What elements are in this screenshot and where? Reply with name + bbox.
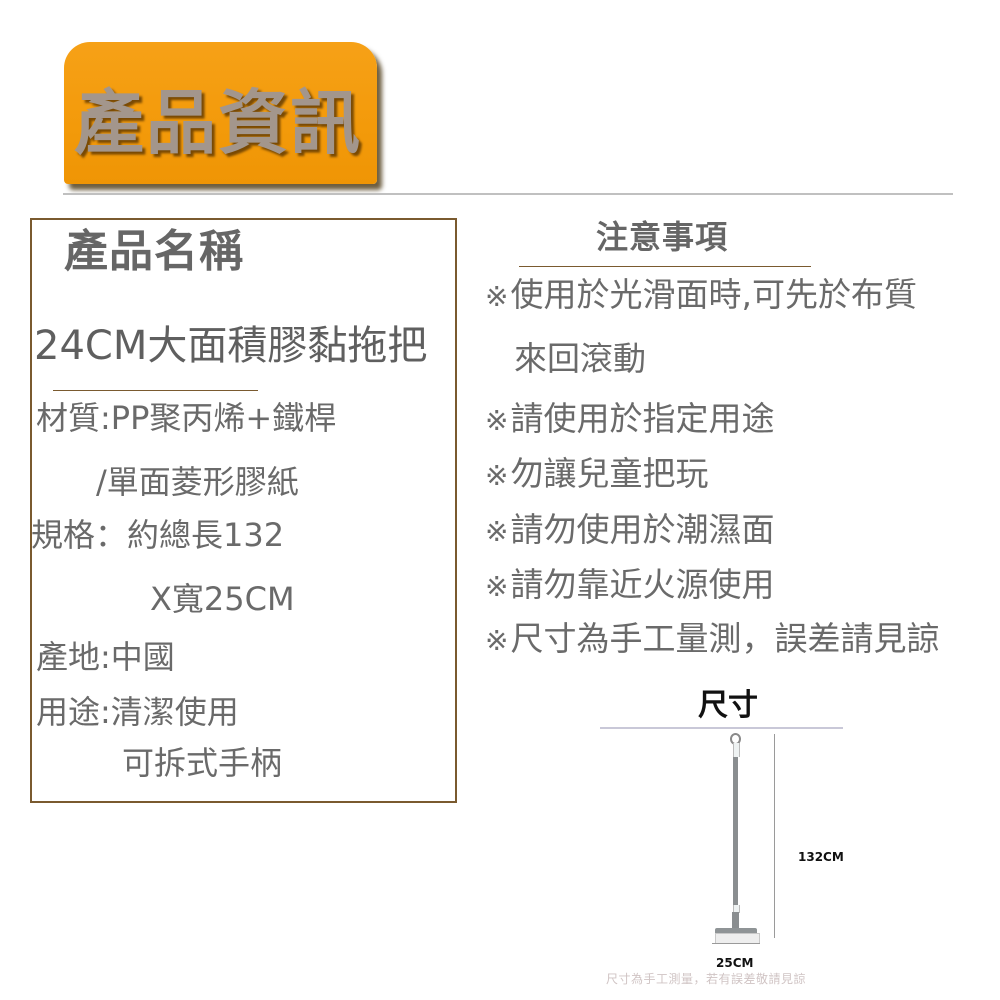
height-dimension-line xyxy=(774,734,775,938)
page-title: 產品資訊 xyxy=(74,82,362,164)
product-info-box xyxy=(30,218,457,803)
reference-mark-icon: ※ xyxy=(485,404,509,437)
notes-divider xyxy=(519,266,811,267)
header-divider xyxy=(63,193,953,195)
product-name-heading: 產品名稱 xyxy=(64,226,244,277)
note-item: ※尺寸為手工量測，誤差請見諒 xyxy=(485,619,940,658)
height-label: 132CM xyxy=(798,850,844,864)
mop-pole xyxy=(733,757,738,907)
reference-mark-icon: ※ xyxy=(485,624,509,657)
header-banner xyxy=(64,42,377,184)
usage-line-cont: 可拆式手柄 xyxy=(122,744,283,782)
size-footnote: 尺寸為手工測量，若有誤差敬請見諒 xyxy=(606,972,807,986)
note-item: ※請勿使用於潮濕面 xyxy=(485,510,775,549)
product-name: 24CM大面積膠黏拖把 xyxy=(34,323,428,369)
material-line-cont: /單面菱形膠紙 xyxy=(96,463,299,501)
reference-mark-icon: ※ xyxy=(485,515,509,548)
mop-joint xyxy=(733,905,740,913)
note-item: ※使用於光滑面時,可先於布質 xyxy=(485,275,917,314)
mop-grip xyxy=(733,743,740,757)
spec-line-cont: X寬25CM xyxy=(150,580,295,618)
mop-head xyxy=(715,928,757,933)
note-item: ※勿讓兒童把玩 xyxy=(485,454,709,493)
notes-heading: 注意事項 xyxy=(596,218,729,256)
reference-mark-icon: ※ xyxy=(485,570,509,603)
note-item: ※請使用於指定用途 xyxy=(485,399,775,438)
origin-line: 產地:中國 xyxy=(36,638,175,676)
mop-neck xyxy=(732,912,739,930)
size-heading: 尺寸 xyxy=(698,688,758,723)
usage-line: 用途:清潔使用 xyxy=(36,693,239,731)
note-item: ※請勿靠近火源使用 xyxy=(485,565,775,604)
product-info-divider xyxy=(53,390,258,391)
width-dimension-line xyxy=(712,943,760,944)
spec-line: 規格：約總長132 xyxy=(31,516,285,554)
material-line: 材質:PP聚丙烯+鐵桿 xyxy=(36,399,337,437)
width-label: 25CM xyxy=(716,956,754,970)
reference-mark-icon: ※ xyxy=(485,280,509,313)
size-divider xyxy=(600,727,843,729)
note-item-cont: 來回滾動 xyxy=(514,339,646,378)
reference-mark-icon: ※ xyxy=(485,459,509,492)
